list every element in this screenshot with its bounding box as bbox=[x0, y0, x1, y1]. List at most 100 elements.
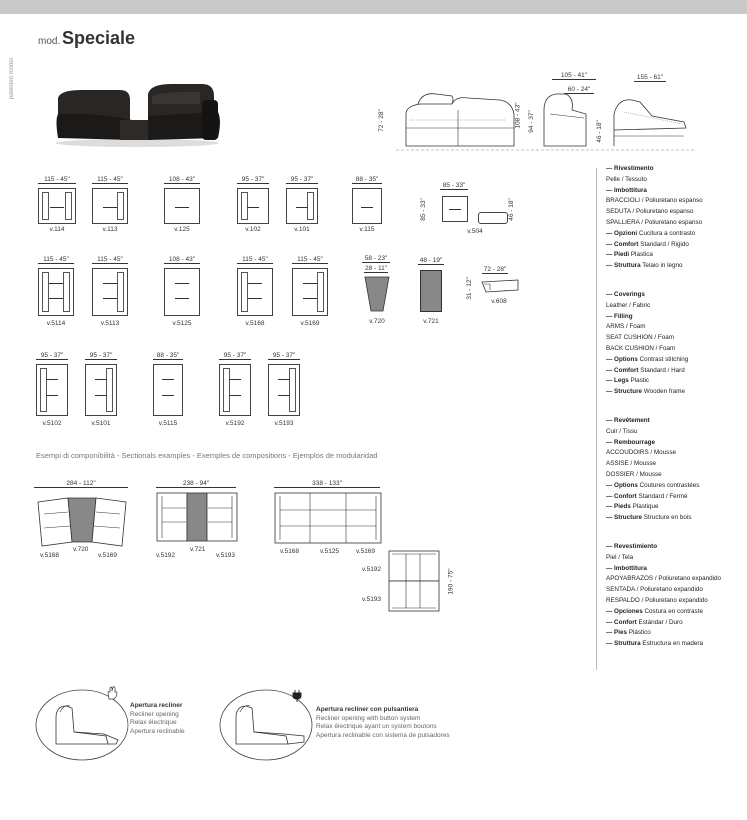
spec-heading: Filling bbox=[614, 312, 633, 320]
armrest-v608 bbox=[481, 279, 519, 293]
row1-dim: 95 - 37" bbox=[237, 176, 269, 184]
module-v5101 bbox=[85, 364, 117, 416]
spec-line: Leather / Fabric bbox=[606, 301, 651, 309]
module-v114 bbox=[38, 188, 76, 224]
specs-italian: — Rivestimento Pelle / Tessuto — Imbotti… bbox=[606, 165, 703, 270]
code: v.608 bbox=[491, 298, 507, 305]
spec-line: SPALLIERA / Poliuretano espanso bbox=[606, 218, 703, 226]
spec-value: Costura en contraste bbox=[644, 607, 703, 615]
spec-key: Confort bbox=[614, 492, 637, 500]
dim-height-head: 108 - 43" bbox=[514, 102, 522, 129]
specs-spanish: — Revestimiento Piel / Tela — Imbottitur… bbox=[606, 543, 722, 648]
caption-title: Apertura recliner con pulsantiera bbox=[316, 706, 419, 713]
spec-line: BRACCIOLI / Poliuretano espanso bbox=[606, 197, 703, 205]
wedge720-dim1: 58 - 23" bbox=[362, 255, 390, 263]
spec-heading: Rivestimento bbox=[614, 165, 654, 172]
wedge-v720 bbox=[364, 276, 390, 312]
module-v5114 bbox=[38, 268, 74, 316]
spec-line: SEAT CUSHION / Foam bbox=[606, 334, 674, 342]
spec-key: Opciones bbox=[614, 607, 643, 615]
spec-heading: Revestimiento bbox=[614, 543, 658, 550]
specs-english: — Coverings Leather / Fabric — Filling A… bbox=[606, 291, 689, 396]
spec-key: Opzioni bbox=[614, 229, 638, 237]
code: v.5192 bbox=[362, 566, 382, 573]
spec-heading: Revêtement bbox=[614, 417, 650, 424]
code: v.5168 bbox=[280, 548, 300, 555]
pouf-width: 85 - 33" bbox=[440, 182, 468, 190]
spec-value: Telaio in legno bbox=[642, 262, 683, 270]
row2-dim: 115 - 45" bbox=[292, 256, 328, 264]
dim-seat-depth: 60 - 24" bbox=[564, 86, 594, 94]
spec-value: Cucitura a contrasto bbox=[638, 229, 696, 237]
row2-dim: 115 - 45" bbox=[237, 256, 273, 264]
row1-dim: 95 - 37" bbox=[286, 176, 318, 184]
spec-line: SENTADA / Poliuretano expandido bbox=[606, 586, 703, 594]
ex1-dim: 284 - 112" bbox=[34, 480, 128, 488]
example-4 bbox=[388, 550, 440, 612]
module-v5168 bbox=[237, 268, 273, 316]
code: v.721 bbox=[190, 546, 206, 553]
code: v.5169 bbox=[356, 548, 376, 555]
row1-dim: 115 - 45" bbox=[92, 176, 128, 184]
spec-key: Structure bbox=[614, 514, 643, 522]
examples-title: Esempi di componibilità - Sectionals exa… bbox=[36, 451, 378, 460]
row3-dim: 88 - 35" bbox=[153, 352, 183, 360]
module-v5192 bbox=[219, 364, 251, 416]
spec-line: ACCOUDOIRS / Mousse bbox=[606, 449, 676, 457]
code: v.115 bbox=[359, 226, 375, 233]
spec-value: Standard / Rigido bbox=[640, 240, 689, 248]
example-2 bbox=[156, 492, 238, 542]
spec-value: Estructura en madera bbox=[642, 640, 703, 648]
spec-value: Contrast stitching bbox=[639, 355, 689, 363]
dim-height-arm: 94 - 37" bbox=[527, 110, 535, 133]
spec-value: Estándar / Duro bbox=[638, 618, 683, 626]
spec-line: Pelle / Tessuto bbox=[606, 175, 647, 183]
row1-dim: 115 - 45" bbox=[38, 176, 76, 184]
hand-icon bbox=[107, 686, 118, 700]
top-bar bbox=[0, 0, 747, 14]
code: v.101 bbox=[294, 226, 310, 233]
pouf-side bbox=[478, 212, 508, 224]
spec-key: Structure bbox=[614, 388, 643, 396]
spec-value: Wooden frame bbox=[643, 388, 685, 396]
spec-value: Plastica bbox=[630, 251, 653, 259]
code: v.720 bbox=[369, 318, 385, 325]
caption-line: Relax électrique ayant un system boutons bbox=[316, 723, 437, 730]
code: v.5168 bbox=[40, 552, 60, 559]
patent-note: patented model bbox=[9, 58, 15, 100]
code: v.721 bbox=[423, 318, 439, 325]
code: v.5193 bbox=[274, 420, 294, 427]
row3-dim: 95 - 37" bbox=[219, 352, 251, 360]
spec-value: Standard / Hard bbox=[640, 366, 685, 374]
code: v.720 bbox=[73, 546, 89, 553]
spec-value: Plastic bbox=[630, 377, 650, 385]
code: v.125 bbox=[174, 226, 190, 233]
spec-key: Legs bbox=[614, 377, 629, 385]
module-v102 bbox=[237, 188, 269, 224]
code: v.5192 bbox=[225, 420, 245, 427]
code: v.113 bbox=[102, 226, 118, 233]
spec-key: Confort bbox=[614, 618, 637, 626]
module-v5169 bbox=[292, 268, 328, 316]
row3-dim: 95 - 37" bbox=[268, 352, 300, 360]
spec-value: Plastique bbox=[632, 503, 659, 511]
code: v.5168 bbox=[245, 320, 265, 327]
ex2-dim: 238 - 94" bbox=[156, 480, 236, 488]
specs-french: — Revêtement Cuir / Tissu — Rembourrage … bbox=[606, 417, 700, 522]
module-v113 bbox=[92, 188, 128, 224]
spec-heading: Imbottitura bbox=[614, 186, 647, 194]
divider bbox=[596, 168, 597, 670]
spec-line: Piel / Tela bbox=[606, 553, 634, 561]
spec-key: Options bbox=[614, 355, 638, 363]
recliner-illustration-2 bbox=[219, 689, 313, 761]
module-v5115 bbox=[153, 364, 183, 416]
arm608-dim: 72 - 28" bbox=[482, 266, 508, 274]
module-v125 bbox=[164, 188, 200, 224]
model-name: Speciale bbox=[62, 28, 136, 48]
code: v.5113 bbox=[100, 320, 120, 327]
caption-title: Apertura recliner bbox=[130, 702, 183, 709]
spec-heading: Rembourrage bbox=[614, 438, 655, 446]
spec-key: Struttura bbox=[614, 640, 641, 648]
caption-line: Recliner opening bbox=[130, 710, 179, 718]
module-v5102 bbox=[36, 364, 68, 416]
